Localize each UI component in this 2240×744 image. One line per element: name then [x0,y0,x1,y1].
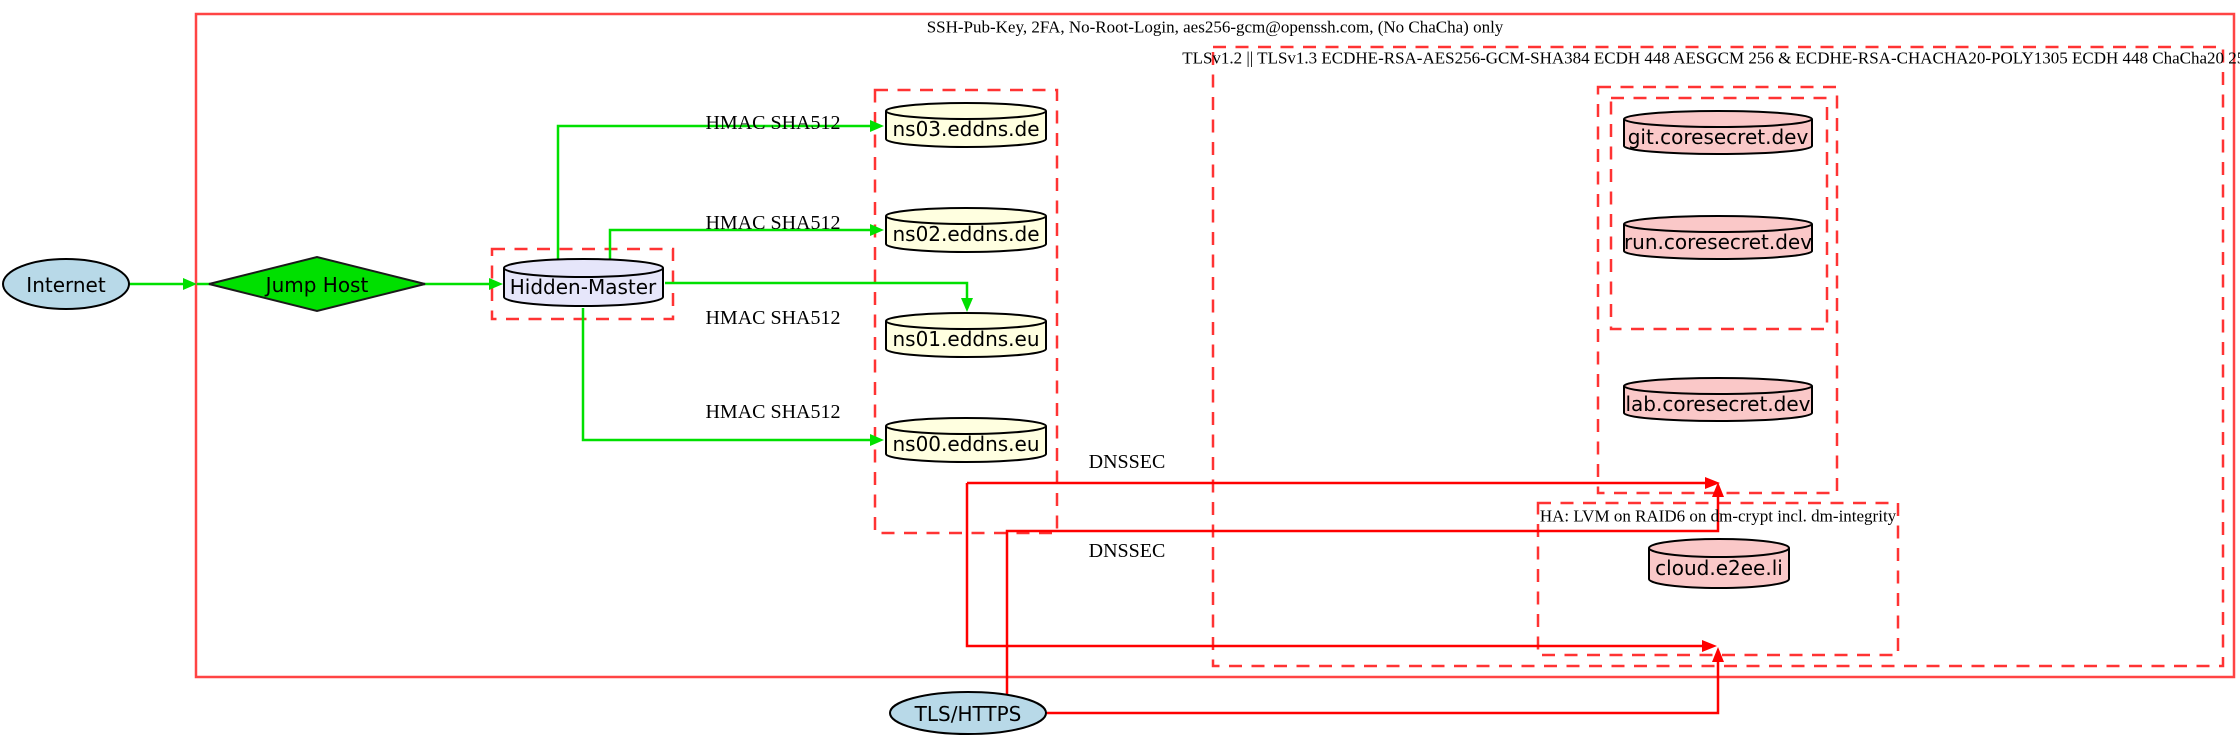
ns01-cylinder-top [885,312,1047,330]
hidden-master-cylinder-top [503,258,664,278]
lab-cylinder-top [1623,377,1813,395]
arrowhead-hiddenmaster-to-ns02 [870,224,884,236]
edge-hiddenmaster-to-ns00 [581,308,870,442]
edge-hiddenmaster-to-ns01 [665,281,969,299]
node-lab-label: lab.coresecret.dev [1625,392,1811,416]
edge-hiddenmaster-to-ns02 [608,228,870,264]
run-cylinder-top [1623,215,1813,233]
arrowhead-dnssec-upper [1705,477,1720,489]
cluster-coresecret-outer-border [1596,85,1839,495]
node-ns03-label: ns03.eddns.de [892,117,1040,141]
edge-label-hmac-ns01: HMAC SHA512 [705,307,841,329]
cluster-ha-label: HA: LVM on RAID6 on dm-crypt incl. dm-in… [1539,506,1897,526]
edge-tlshttps-to-ha [1046,662,1720,715]
arrowhead-jumphost-to-hiddenmaster [489,278,503,290]
cluster-ssh-label: SSH-Pub-Key, 2FA, No-Root-Login, aes256-… [926,17,1504,37]
internet-ellipse [2,258,130,310]
ns02-cylinder-top [885,207,1047,225]
tls-https-ellipse [889,691,1047,735]
arrowhead-hiddenmaster-to-ns00 [870,434,884,446]
node-ns00-label: ns00.eddns.eu [892,432,1040,456]
arrowhead-hiddenmaster-to-ns03 [870,120,884,132]
arrowhead-hiddenmaster-to-ns01 [961,298,973,312]
edge-dnssec-lower [965,483,1702,648]
arrowhead-internet-to-jumphost [183,278,197,290]
git-cylinder-body [1623,119,1813,155]
node-run-label: run.coresecret.dev [1623,230,1813,254]
ns02-cylinder-body [885,216,1047,253]
edge-hiddenmaster-to-ns03 [556,124,870,264]
cluster-tls-border [1211,45,2225,668]
run-cylinder-body [1623,224,1813,260]
cluster-eddns-border [873,88,1059,535]
edge-label-hmac-ns00: HMAC SHA512 [705,401,841,423]
cluster-tls-label: TLSv1.2 || TLSv1.3 ECDHE-RSA-AES256-GCM-… [1182,48,2240,68]
arrowhead-dnssec-lower [1702,640,1717,652]
node-jump-host-label: Jump Host [265,273,369,297]
cloud-cylinder-top [1648,538,1790,558]
node-cloud-label: cloud.e2ee.li [1655,556,1783,580]
edge-label-dnssec-upper: DNSSEC [1088,451,1166,473]
arrowhead-tlshttps-to-coresecret [1712,482,1724,497]
node-tls-https-label: TLS/HTTPS [914,702,1022,726]
node-internet-label: Internet [26,273,106,297]
ns00-cylinder-body [885,426,1047,463]
jump-host-diamond [208,255,426,313]
node-ns02-label: ns02.eddns.de [892,222,1040,246]
lab-cylinder-body [1623,386,1813,422]
ns01-cylinder-body [885,321,1047,358]
cluster-ssh-border [194,12,2236,679]
git-cylinder-top [1623,110,1813,128]
edge-label-hmac-ns03: HMAC SHA512 [705,112,841,134]
hidden-master-cylinder-body [503,268,664,307]
node-ns01-label: ns01.eddns.eu [892,327,1040,351]
arrowhead-tlshttps-to-ha [1712,647,1724,662]
cloud-cylinder-body [1648,548,1790,589]
node-hidden-master-label: Hidden-Master [509,275,657,299]
ns00-cylinder-top [885,417,1047,435]
ns03-cylinder-body [885,111,1047,148]
edge-label-dnssec-lower: DNSSEC [1088,540,1166,562]
edge-tlshttps-to-coresecret [1005,497,1720,694]
edge-label-hmac-ns02: HMAC SHA512 [705,212,841,234]
ns03-cylinder-top [885,102,1047,120]
node-git-label: git.coresecret.dev [1627,125,1809,149]
